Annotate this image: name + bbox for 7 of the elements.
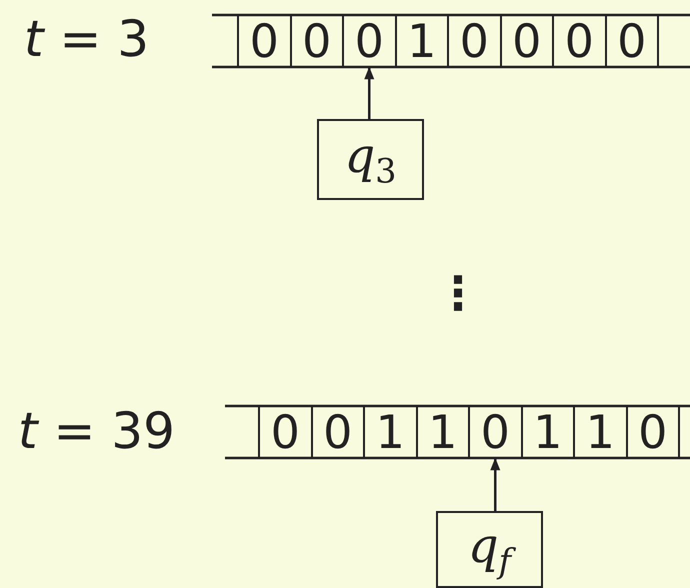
time-label: t = 3 [24, 14, 150, 64]
arrow [490, 458, 500, 511]
state-box: q$_{f}$ [436, 511, 543, 588]
ellipsis: ⋮ [435, 270, 481, 316]
arrow [364, 66, 374, 119]
state-box: q$_{3}$ [317, 119, 424, 200]
time-label: t = 39 [18, 406, 175, 456]
